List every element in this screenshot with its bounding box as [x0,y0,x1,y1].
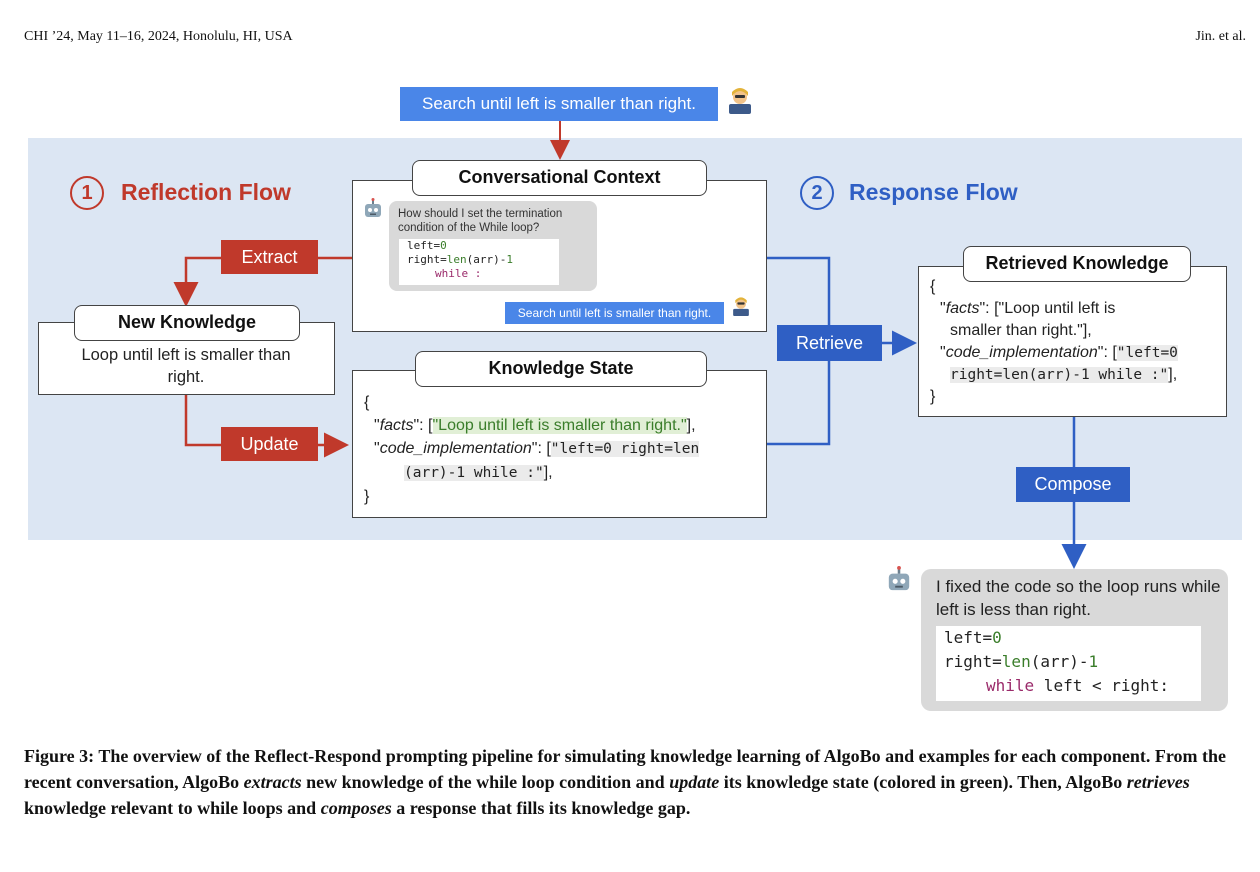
knowledge-state-open-brace: { [364,394,370,411]
extract-label: Extract [221,240,318,274]
knowledge-state-title: Knowledge State [415,351,707,387]
retrieved-close-brace: } [930,388,936,405]
conversational-context-title: Conversational Context [412,160,707,196]
new-knowledge-title: New Knowledge [74,305,300,341]
retrieved-facts: "facts": ["Loop until left is [940,300,1116,317]
user-reply-bubble: Search until left is smaller than right. [505,302,724,324]
teacher-icon [731,296,751,321]
knowledge-state-close-brace: } [364,488,370,505]
retrieved-knowledge-title: Retrieved Knowledge [963,246,1191,282]
new-knowledge-text: Loop until left is smaller than right. [81,346,291,386]
response-code-line-2: right=len(arr)-1 [944,652,1099,671]
retrieved-facts-cont: smaller than right."], [950,322,1092,339]
update-label: Update [221,427,318,461]
reflection-number-badge: 1 [70,176,104,210]
retrieved-open-brace: { [930,278,936,295]
robot-icon [362,198,384,225]
robot-icon [885,566,913,599]
retrieved-knowledge-box [918,266,1227,417]
response-flow-title: Response Flow [849,179,1018,205]
response-code-line-3: while left < right: [986,676,1170,695]
knowledge-state-code-cont: (arr)-1 while :"], [404,464,553,481]
context-code-block: left=0 right=len(arr)-1 while : [399,239,559,285]
knowledge-state-facts: "facts": ["Loop until left is smaller th… [374,417,696,434]
context-code-line-1: left=0 [407,239,447,252]
retrieved-code-cont: right=len(arr)-1 while :"], [950,366,1178,383]
retrieved-knowledge-content: { "facts": ["Loop until left is smaller … [930,276,1225,408]
figure-caption: Figure 3: The overview of the Reflect-Re… [24,746,1226,818]
knowledge-state-code: "code_implementation": ["left=0 right=le… [374,440,700,457]
response-number-badge: 2 [800,176,834,210]
retrieved-code: "code_implementation": ["left=0 [940,344,1178,361]
context-code-line-3: while : [435,267,482,280]
top-query-bubble: Search until left is smaller than right. [400,87,718,121]
bot-question-text: How should I set the termination conditi… [398,208,563,234]
reflection-flow-title: Reflection Flow [121,179,291,205]
teacher-icon [726,86,754,119]
retrieve-label: Retrieve [777,325,882,361]
response-code-block: left=0 right=len(arr)-1 while left < rig… [936,626,1201,701]
response-code-line-1: left=0 [944,628,1002,647]
running-header-left: CHI ’24, May 11–16, 2024, Honolulu, HI, … [24,29,293,44]
context-code-line-2: right=len(arr)-1 [407,253,513,266]
compose-label: Compose [1016,467,1130,502]
knowledge-state-content: { "facts": ["Loop until left is smaller … [364,391,759,508]
response-text: I fixed the code so the loop runs while … [936,577,1221,619]
running-header-right: Jin. et al. [1195,29,1246,44]
